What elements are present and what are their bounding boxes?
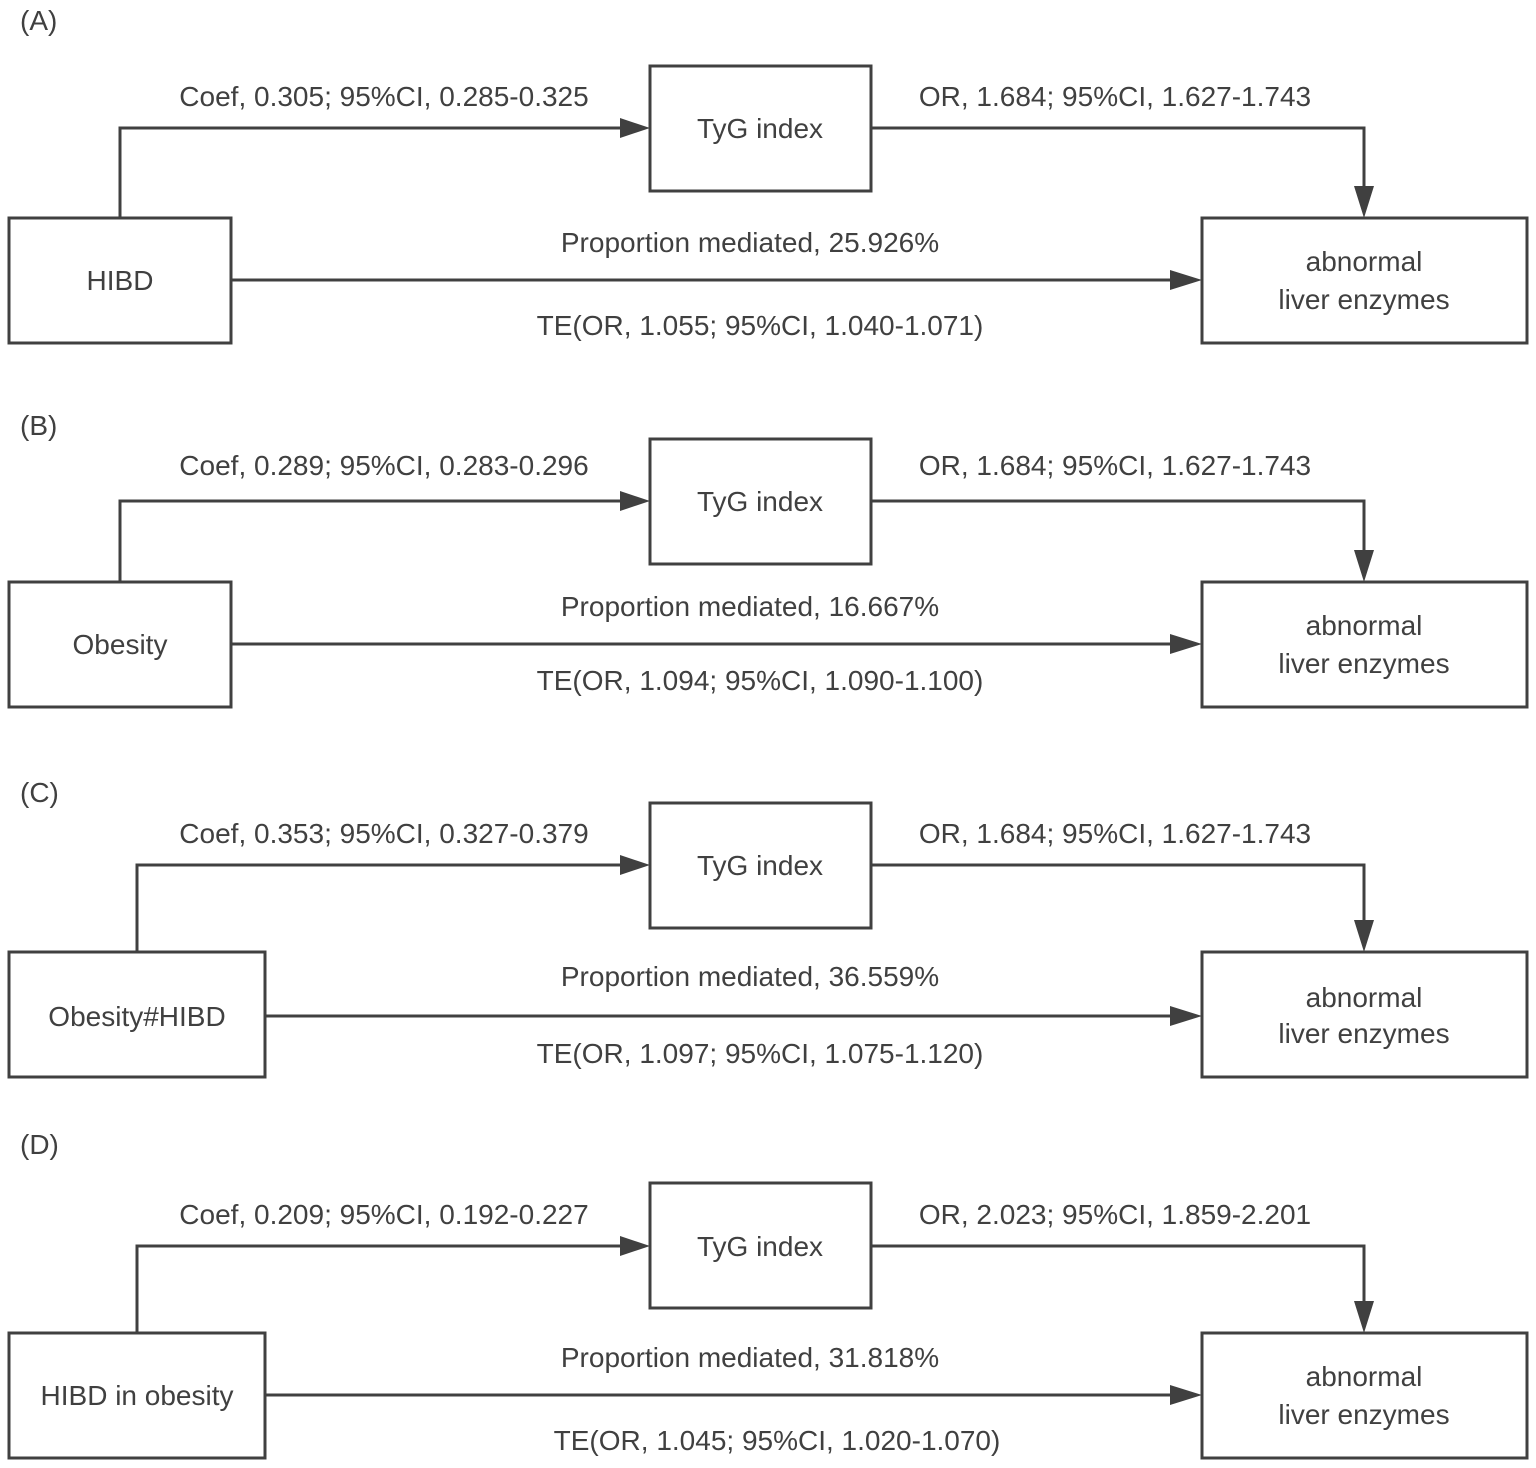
panel-d-path-a-arrow: [135, 1244, 624, 1333]
panel-b-path-a-arrowhead: [620, 491, 650, 511]
panel-b-path-b-arrowhead: [1354, 550, 1374, 582]
panel-c-mediator-label: TyG index: [697, 850, 823, 881]
panel-c-path-b-arrowhead: [1354, 920, 1374, 952]
panel-b-path-b-label: OR, 1.684; 95%CI, 1.627-1.743: [919, 450, 1311, 481]
panel-c-total-effect-label: TE(OR, 1.097; 95%CI, 1.075-1.120): [537, 1038, 984, 1069]
panel-d-path-b-arrowhead: [1354, 1301, 1374, 1333]
panel-c-outcome-box: [1200, 950, 1529, 1079]
panel-b-path-b-arrow: [871, 499, 1366, 554]
panel-c-outcome-line1: abnormal: [1306, 982, 1423, 1013]
panel-b-outcome-box: [1200, 580, 1529, 709]
panel-c-direct-arrowhead: [1170, 1006, 1202, 1026]
panel-c-exposure-label: Obesity#HIBD: [48, 1001, 225, 1032]
panel-a-proportion-label: Proportion mediated, 25.926%: [561, 227, 939, 258]
panel-b-label: (B): [20, 410, 57, 441]
panel-c-label: (C): [20, 777, 59, 808]
panel-d-outcome-line2: liver enzymes: [1278, 1399, 1449, 1430]
panel-d-exposure-label: HIBD in obesity: [41, 1380, 234, 1411]
panel-a-path-b-arrow: [871, 126, 1366, 190]
panel-a-mediator-box: [648, 64, 873, 193]
panel-d: (D) TyG index HIBD in obesity abnormal l…: [7, 1129, 1529, 1460]
panel-a-exposure-box: [7, 216, 233, 345]
panel-d-path-b-label: OR, 2.023; 95%CI, 1.859-2.201: [919, 1199, 1311, 1230]
panel-c-outcome-line2: liver enzymes: [1278, 1018, 1449, 1049]
panel-b: (B) TyG index Obesity abnormal liver enz…: [7, 410, 1529, 709]
panel-d-mediator-label: TyG index: [697, 1231, 823, 1262]
panel-a-path-a-arrowhead: [620, 118, 650, 138]
panel-a-path-b-arrowhead: [1354, 186, 1374, 218]
panel-c-exposure-box: [7, 950, 267, 1079]
panel-d-outcome-box: [1200, 1331, 1529, 1460]
panel-c-path-b-arrow: [871, 863, 1366, 924]
panel-b-path-a-label: Coef, 0.289; 95%CI, 0.283-0.296: [179, 450, 588, 481]
panel-d-proportion-label: Proportion mediated, 31.818%: [561, 1342, 939, 1373]
panel-a-outcome-box: [1200, 216, 1529, 345]
panel-c-path-a-arrowhead: [620, 855, 650, 875]
panel-a-outcome-line2: liver enzymes: [1278, 284, 1449, 315]
panel-b-mediator-box: [648, 437, 873, 566]
panel-b-outcome-line1: abnormal: [1306, 610, 1423, 641]
panel-b-exposure-label: Obesity: [73, 629, 168, 660]
panel-d-total-effect-label: TE(OR, 1.045; 95%CI, 1.020-1.070): [554, 1425, 1001, 1456]
panel-b-path-a-arrow: [118, 499, 624, 582]
panel-a-direct-arrowhead: [1170, 270, 1202, 290]
panel-a-path-a-label: Coef, 0.305; 95%CI, 0.285-0.325: [179, 81, 588, 112]
panel-c-path-a-label: Coef, 0.353; 95%CI, 0.327-0.379: [179, 818, 588, 849]
panel-d-exposure-box: [7, 1331, 267, 1460]
panel-b-mediator-label: TyG index: [697, 486, 823, 517]
panel-d-path-a-arrowhead: [620, 1236, 650, 1256]
panel-d-path-b-arrow: [871, 1244, 1366, 1305]
panel-d-path-a-label: Coef, 0.209; 95%CI, 0.192-0.227: [179, 1199, 588, 1230]
panel-c-path-b-label: OR, 1.684; 95%CI, 1.627-1.743: [919, 818, 1311, 849]
panel-b-outcome-line2: liver enzymes: [1278, 648, 1449, 679]
panel-d-outcome-line1: abnormal: [1306, 1361, 1423, 1392]
panel-a-outcome-line1: abnormal: [1306, 246, 1423, 277]
panel-a-path-b-label: OR, 1.684; 95%CI, 1.627-1.743: [919, 81, 1311, 112]
panel-b-proportion-label: Proportion mediated, 16.667%: [561, 591, 939, 622]
panel-a-path-a-arrow: [118, 126, 624, 218]
panel-c-proportion-label: Proportion mediated, 36.559%: [561, 961, 939, 992]
panel-c: (C) TyG index Obesity#HIBD abnormal live…: [7, 777, 1529, 1079]
panel-a-label: (A): [20, 5, 57, 36]
panel-a-total-effect-label: TE(OR, 1.055; 95%CI, 1.040-1.071): [537, 310, 984, 341]
panel-b-direct-arrowhead: [1170, 634, 1202, 654]
panel-a-exposure-label: HIBD: [87, 265, 154, 296]
panel-d-label: (D): [20, 1129, 59, 1160]
panel-c-path-a-arrow: [135, 863, 624, 952]
panel-a: (A) TyG index HIBD abnormal liver enzyme…: [7, 5, 1529, 345]
panel-d-direct-arrowhead: [1170, 1385, 1202, 1405]
panel-a-mediator-label: TyG index: [697, 113, 823, 144]
panel-b-total-effect-label: TE(OR, 1.094; 95%CI, 1.090-1.100): [537, 665, 984, 696]
